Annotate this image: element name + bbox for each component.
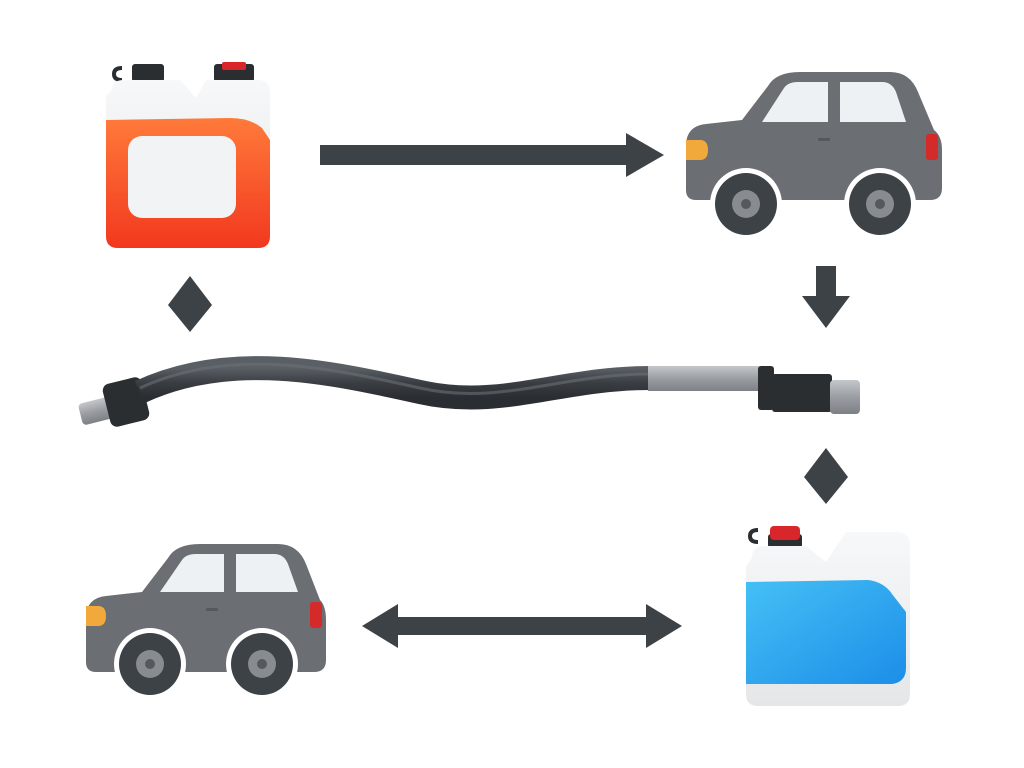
right-coupling (772, 374, 832, 412)
can-fill (746, 580, 906, 684)
red-cap (770, 526, 800, 540)
taillight (926, 134, 938, 160)
arrow-right-icon (320, 133, 664, 177)
can-label (128, 136, 236, 218)
arrow-down-icon (802, 266, 850, 328)
headlight (86, 606, 106, 626)
black-cap (132, 64, 164, 82)
red-jerrycan-icon (106, 62, 270, 248)
hose-tube (134, 356, 651, 410)
car-window-rear (236, 554, 298, 592)
car-icon-bottom-left (86, 544, 326, 700)
left-nozzle (78, 397, 114, 425)
cap-strap-icon (747, 528, 759, 544)
right-nozzle (830, 380, 860, 414)
blue-jerrycan-icon (746, 526, 910, 706)
hose-icon (78, 356, 860, 427)
metal-sleeve (648, 366, 760, 391)
left-coupling (102, 377, 150, 427)
door-handle (818, 138, 830, 141)
diamond-connector-icon (804, 448, 848, 504)
car-window-front (160, 554, 224, 592)
headlight (686, 140, 708, 160)
right-coupling-ring (758, 366, 774, 410)
diamond-connector-icon (168, 276, 212, 332)
red-cap (222, 62, 246, 70)
car-window-front (762, 82, 828, 122)
double-arrow-icon (362, 604, 682, 648)
cap-strap-icon (111, 66, 123, 82)
door-handle (206, 608, 218, 611)
car-icon-top-right (686, 72, 942, 240)
car-window-rear (840, 82, 906, 122)
taillight (310, 602, 322, 628)
